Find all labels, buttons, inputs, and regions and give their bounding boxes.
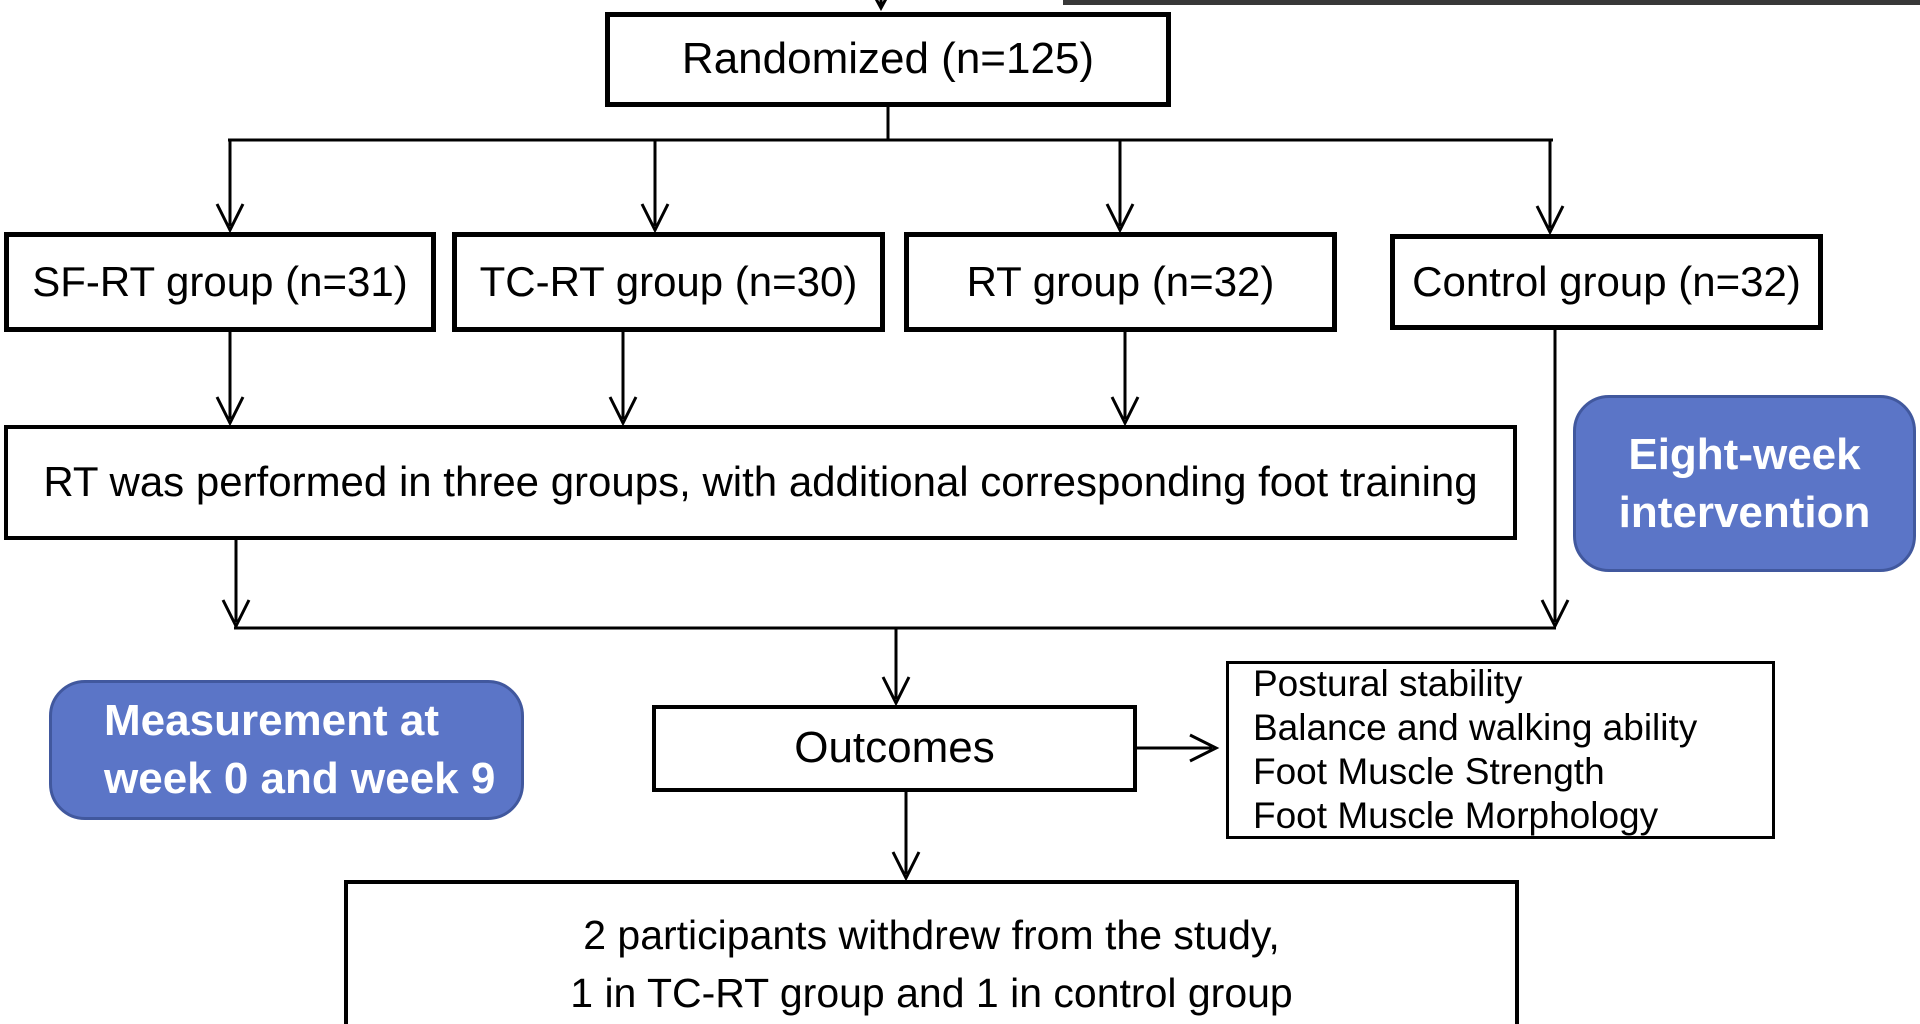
group-label-sfrt: SF-RT group (n=31) [32, 257, 408, 305]
eight-week-callout: Eight-week intervention [1573, 395, 1916, 572]
measurement-line2: week 0 and week 9 [104, 754, 496, 803]
arrowhead-branch-sfrt [215, 203, 245, 234]
outcomes-list-box: Postural stability Balance and walking a… [1226, 661, 1775, 839]
group-label-rt: RT group (n=32) [966, 257, 1275, 305]
arrowhead-outcomes-withdrawal [891, 851, 921, 882]
training-note: RT was performed in three groups, with a… [43, 458, 1478, 506]
arrowhead-branch-rt [1105, 203, 1135, 234]
arrowhead-rt-training [1110, 396, 1140, 427]
outcome-item-1: Postural stability [1253, 663, 1523, 704]
group-label-tcrt: TC-RT group (n=30) [479, 257, 858, 305]
arrowhead-control-drop [1540, 599, 1570, 630]
outcomes-label: Outcomes [794, 723, 995, 773]
group-box-sfrt: SF-RT group (n=31) [4, 232, 436, 332]
group-box-tcrt: TC-RT group (n=30) [452, 232, 885, 332]
arrowhead-branch-tcrt [640, 203, 670, 234]
arrowhead-tcrt-training [608, 396, 638, 427]
cropped-top-box-edge [1063, 0, 1920, 5]
training-box: RT was performed in three groups, with a… [4, 425, 1517, 540]
randomized-label: Randomized (n=125) [681, 34, 1095, 84]
arrowhead-training-drop [221, 599, 251, 630]
arrowhead-collector-outcomes [881, 676, 911, 707]
arrowhead-into-randomized [874, 0, 888, 12]
arrowhead-branch-control [1535, 205, 1565, 236]
outcome-item-4: Foot Muscle Morphology [1253, 795, 1659, 836]
group-box-control: Control group (n=32) [1390, 234, 1823, 330]
group-label-control: Control group (n=32) [1412, 257, 1801, 305]
measurement-line1: Measurement at [104, 696, 440, 745]
outcomes-box: Outcomes [652, 705, 1137, 792]
withdrawal-line1: 2 participants withdrew from the study, [583, 912, 1280, 958]
withdrawal-line2: 1 in TC-RT group and 1 in control group [570, 970, 1293, 1016]
randomized-box: Randomized (n=125) [605, 12, 1171, 107]
arrowhead-sfrt-training [215, 396, 245, 427]
withdrawal-box: 2 participants withdrew from the study, … [344, 880, 1519, 1024]
outcome-item-2: Balance and walking ability [1253, 707, 1698, 748]
outcome-item-3: Foot Muscle Strength [1253, 751, 1605, 792]
eight-week-line2: intervention [1618, 487, 1871, 537]
eight-week-line1: Eight-week [1628, 429, 1861, 479]
group-box-rt: RT group (n=32) [904, 232, 1337, 332]
arrowhead-outcomes-list [1189, 733, 1220, 763]
measurement-callout: Measurement at week 0 and week 9 [49, 680, 524, 820]
